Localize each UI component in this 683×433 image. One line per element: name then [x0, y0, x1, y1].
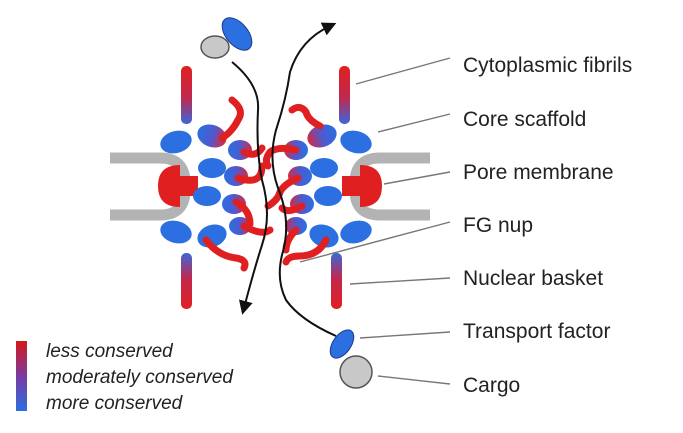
label-nuclear-basket: Nuclear basket	[463, 267, 604, 290]
core-scaffold-left	[160, 124, 252, 248]
label-core-scaffold: Core scaffold	[463, 108, 587, 131]
legend-moderately-conserved: moderately conserved	[46, 367, 233, 388]
cargo-shape-top	[200, 35, 230, 59]
membrane-nup-right	[342, 165, 382, 207]
legend-less-conserved: less conserved	[46, 341, 173, 362]
nuclear-basket-left	[181, 253, 192, 309]
label-cargo: Cargo	[463, 374, 521, 397]
membrane-nup-left	[158, 165, 198, 207]
leader-lines	[299, 57, 451, 385]
label-fg-nup: FG nup	[463, 214, 534, 237]
transport-factor-shape	[329, 329, 355, 359]
import-arrow	[231, 61, 268, 315]
label-transport-factor: Transport factor	[463, 320, 611, 343]
nuclear-basket-right	[331, 253, 342, 309]
cytoplasmic-fibril-left	[181, 66, 192, 124]
legend-gradient-bar	[16, 341, 27, 411]
label-pore-membrane: Pore membrane	[463, 161, 614, 184]
transport-factor-shape-top	[221, 17, 253, 51]
cargo-shape	[339, 355, 373, 389]
fg-nups	[202, 96, 330, 272]
export-arrow	[271, 22, 337, 337]
label-cytoplasmic-fibrils: Cytoplasmic fibrils	[463, 54, 633, 77]
cytoplasmic-fibril-right	[339, 66, 350, 124]
legend-more-conserved: more conserved	[46, 393, 183, 414]
